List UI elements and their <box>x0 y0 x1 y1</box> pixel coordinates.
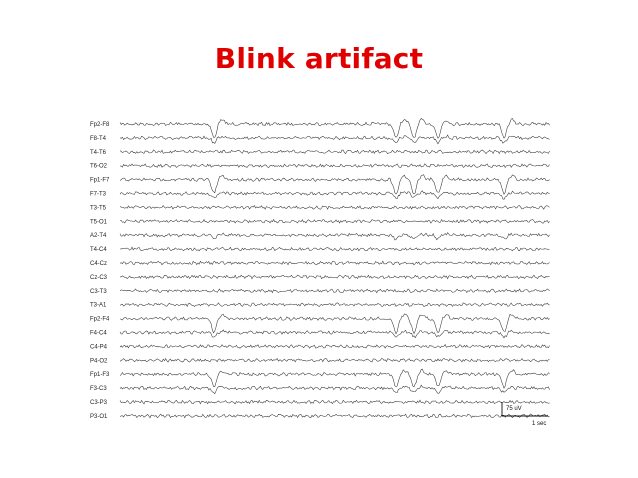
eeg-trace <box>119 368 550 389</box>
channel-label: F8-T4 <box>90 136 107 142</box>
eeg-trace <box>119 274 550 280</box>
channel-label: T3-A1 <box>90 303 107 309</box>
channel-label: P3-O1 <box>90 414 108 420</box>
eeg-trace <box>119 313 550 335</box>
channel-label: F7-T3 <box>90 192 107 198</box>
channel-label: F3-C3 <box>90 386 107 392</box>
channel-label: A2-T4 <box>90 233 107 239</box>
channel-label: C3-T3 <box>90 289 107 295</box>
eeg-trace <box>119 118 550 139</box>
eeg-trace <box>119 413 550 419</box>
amplitude-scale-label: 75 uV <box>506 406 522 412</box>
eeg-trace <box>119 149 550 155</box>
eeg-trace <box>119 246 550 252</box>
eeg-trace <box>119 343 550 349</box>
eeg-trace <box>119 190 550 200</box>
channel-label: Fp2-F4 <box>90 317 110 323</box>
eeg-trace <box>119 205 550 210</box>
channel-label: T3-T5 <box>90 205 107 211</box>
channel-label: C4-Cz <box>90 261 107 267</box>
channel-label: F4-C4 <box>90 331 107 337</box>
channel-label: Fp1-F7 <box>90 178 110 184</box>
eeg-trace <box>119 329 550 339</box>
slide-title: Blink artifact <box>214 42 424 75</box>
channel-label: T4-C4 <box>90 247 107 253</box>
channel-label: T4-T6 <box>90 150 107 156</box>
eeg-trace <box>119 302 550 308</box>
channel-label: P4-O2 <box>90 358 108 364</box>
channel-label: C3-P3 <box>90 400 108 406</box>
eeg-trace <box>119 260 550 266</box>
channel-label: Fp1-F3 <box>90 372 110 378</box>
channel-label: T5-O1 <box>90 219 108 225</box>
calibration-scale: 75 uV 1 sec <box>501 402 548 427</box>
channel-label: Cz-C3 <box>90 275 108 281</box>
eeg-trace <box>119 174 550 195</box>
eeg-trace <box>119 288 550 294</box>
eeg-trace <box>119 134 550 145</box>
eeg-tracing: Fp2-F8F8-T4T4-T6T6-O2Fp1-F7F7-T3T3-T5T5-… <box>90 118 550 427</box>
eeg-trace <box>119 232 550 241</box>
time-scale-label: 1 sec <box>532 421 546 427</box>
eeg-trace <box>119 357 550 363</box>
eeg-trace <box>119 163 550 169</box>
eeg-trace <box>119 399 550 405</box>
eeg-trace <box>119 384 550 395</box>
channel-label: T6-O2 <box>90 164 108 170</box>
channel-label: Fp2-F8 <box>90 122 110 128</box>
channel-label: C4-P4 <box>90 344 108 350</box>
eeg-trace <box>119 218 550 224</box>
